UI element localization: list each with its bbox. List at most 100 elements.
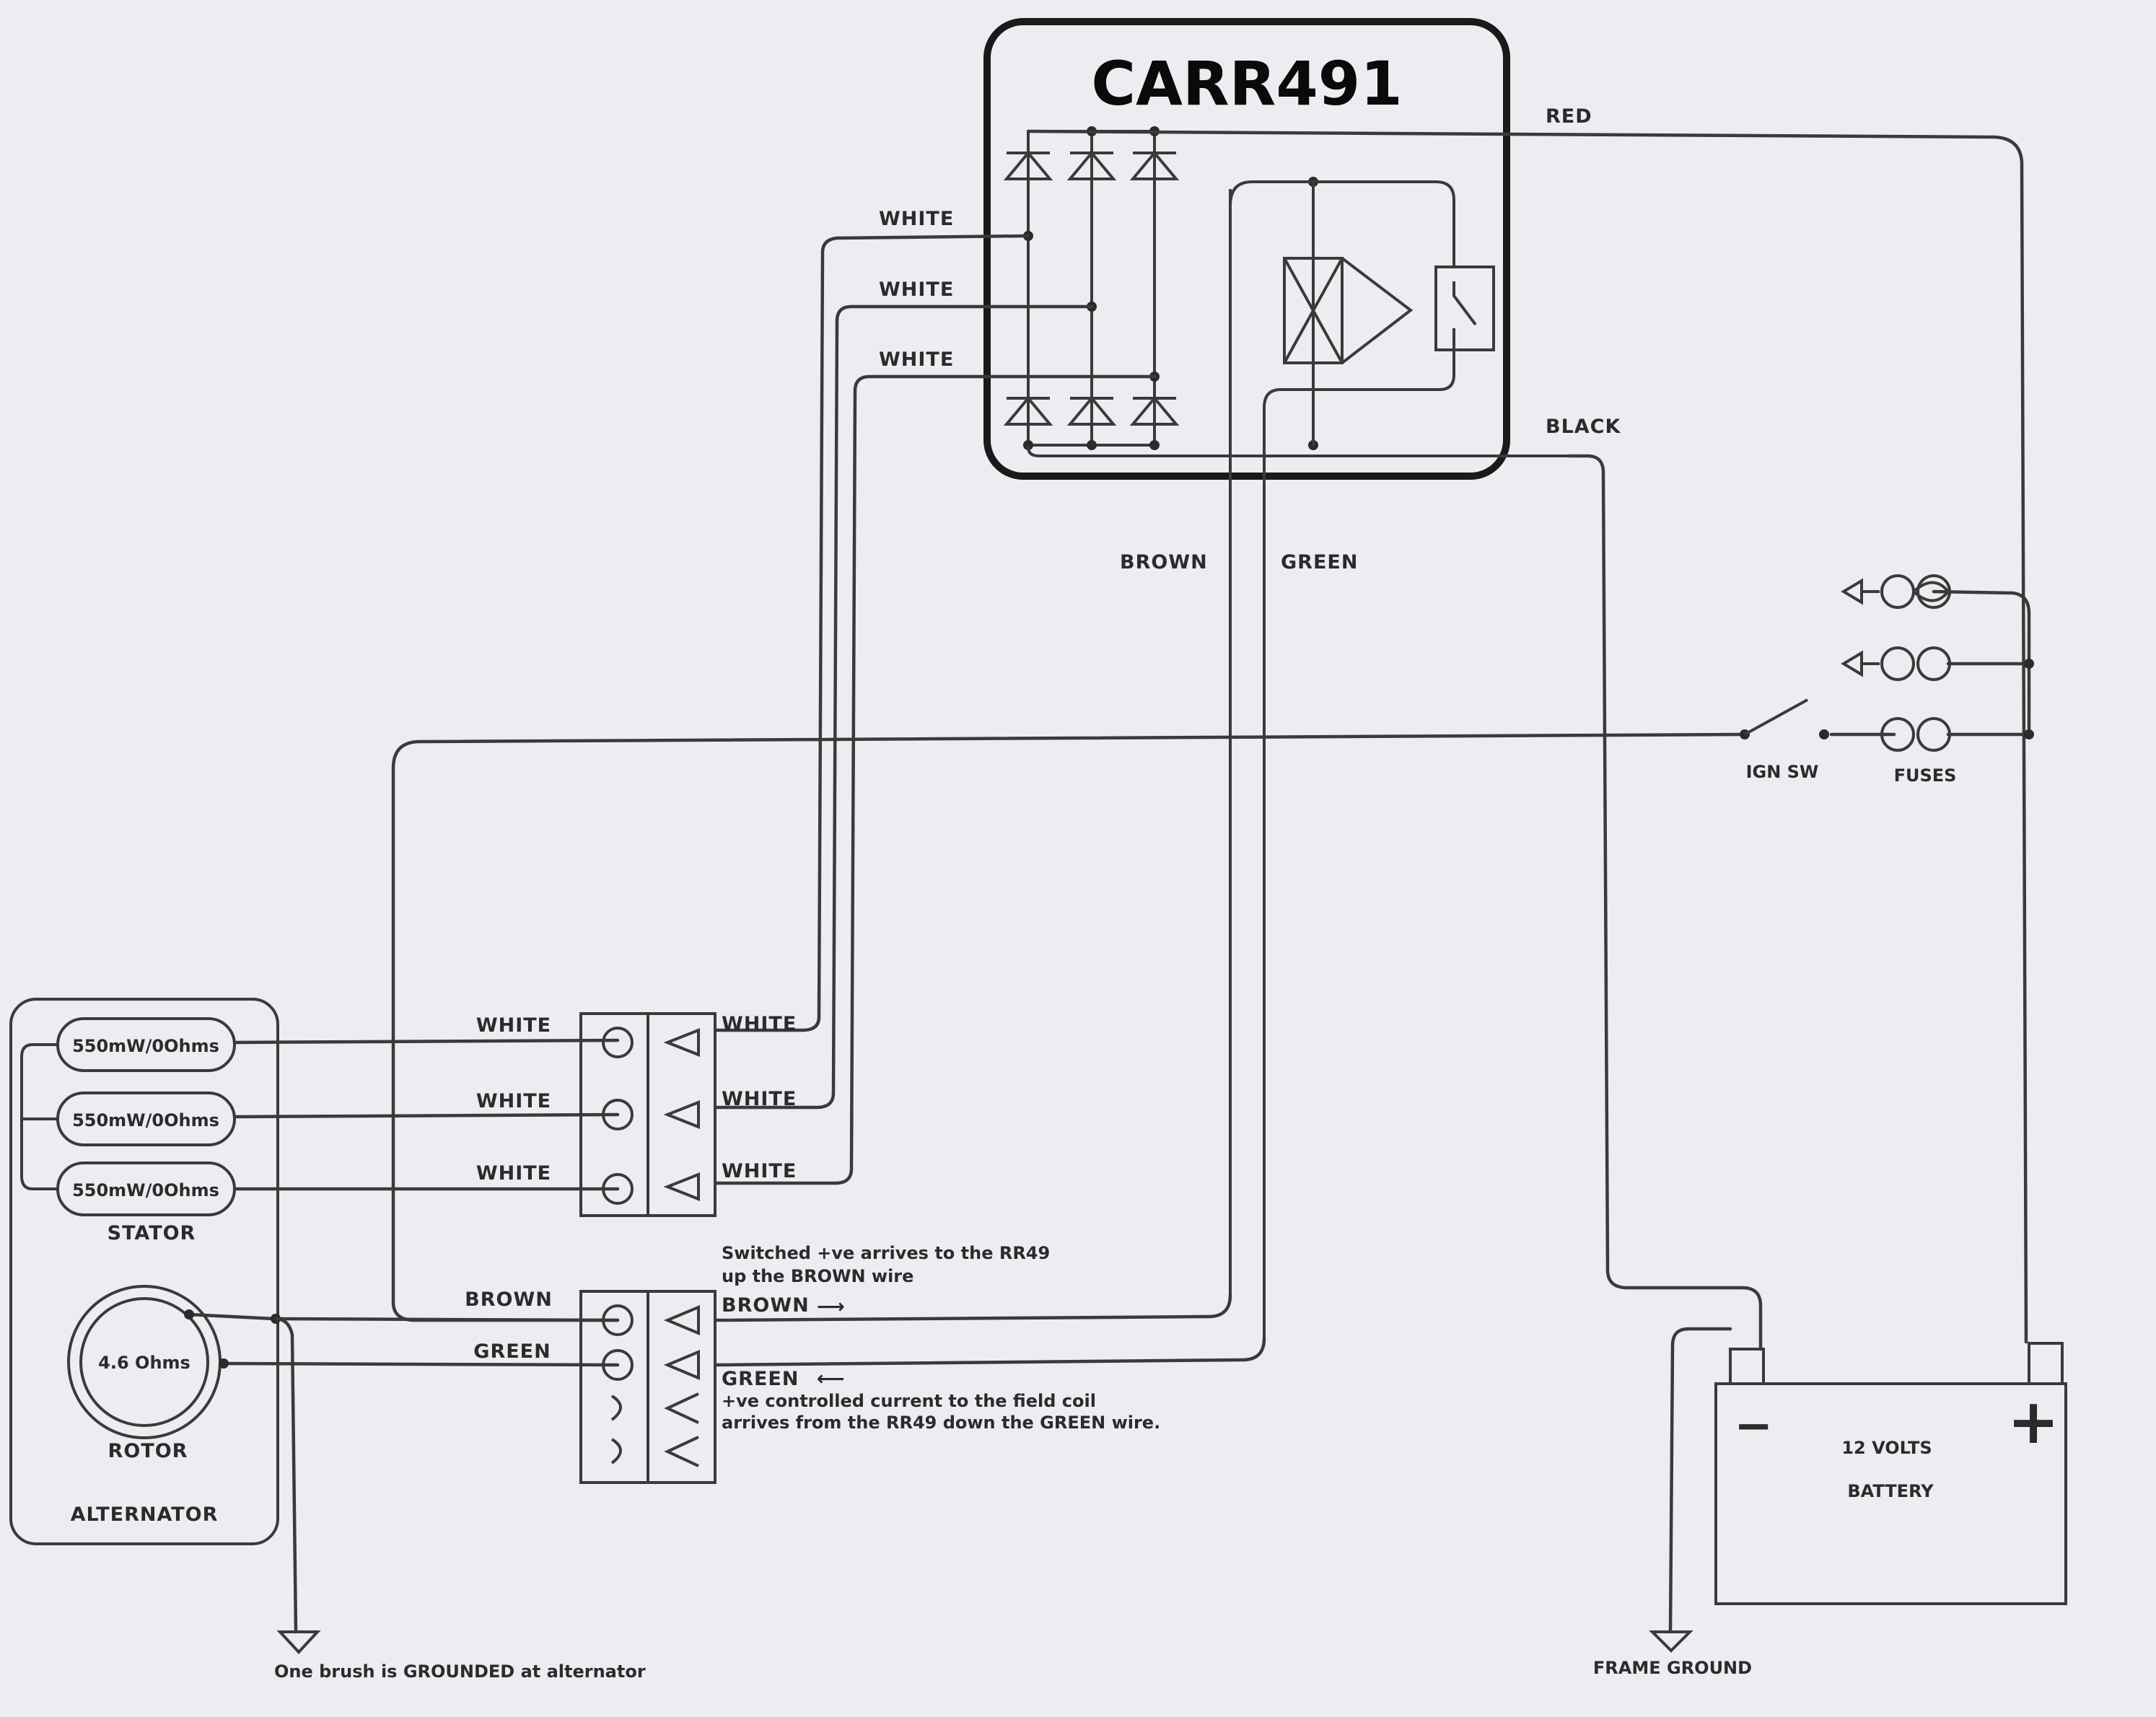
connector-control-socket-4-icon [664, 1436, 699, 1467]
ignition-switch-label: IGN SW [1746, 762, 1819, 782]
white-wire-3-label: WHITE [879, 348, 954, 371]
stator-neutral-wire [20, 1043, 58, 1190]
white-wire-1-label: WHITE [879, 208, 954, 230]
ignition-switch-lever-icon [1744, 698, 1808, 736]
fuse-3-icon [1880, 717, 1951, 752]
regulator-enclosure [983, 18, 1510, 480]
white-wire-1 [714, 234, 1030, 1032]
regulator-rectifier: CARR491 [983, 18, 1569, 1338]
connector-stator-left-label-3: WHITE [476, 1162, 551, 1185]
red-wire-label: RED [1546, 105, 1592, 128]
black-wire-label: BLACK [1546, 416, 1621, 438]
stator-winding-3-value: 550mW/0Ohms [72, 1180, 219, 1200]
connector-stator-pin-3 [602, 1173, 634, 1205]
fuse-junction-2 [2024, 729, 2034, 739]
stator-winding-2-value: 550mW/0Ohms [72, 1110, 219, 1130]
battery-voltage: 12 VOLTS [1841, 1438, 1932, 1458]
green-wire-internal [1263, 350, 1455, 1338]
ignition-wire [391, 732, 1747, 1322]
stator-label: STATOR [108, 1222, 196, 1244]
connector-stator-right-label-3: WHITE [722, 1160, 797, 1182]
connector-stator-socket-2-icon [663, 1100, 700, 1129]
connector-control-arrow-left-icon: ⟵ [817, 1368, 846, 1390]
connector-control-note-green-1: +ve controlled current to the field coil [722, 1391, 1096, 1411]
fuses-label: FUSES [1894, 765, 1957, 786]
frame-ground-label: FRAME GROUND [1593, 1658, 1752, 1678]
connector-control-pin-4-icon [610, 1438, 622, 1464]
connector-control-pin-brown [602, 1304, 634, 1336]
fuse-branch-wires [1829, 662, 2031, 737]
stator: 550mW/0Ohms 550mW/0Ohms 550mW/0Ohms STAT… [20, 1017, 620, 1244]
connector-stator-pin-2 [602, 1099, 634, 1130]
red-wire [1026, 129, 2028, 1344]
alternator: ALTERNATOR 550mW/0Ohms 550mW/0Ohms 550mW… [9, 998, 620, 1545]
rectifier-junctions [1023, 126, 1318, 450]
ignition-switch: IGN SW [1740, 698, 1829, 782]
connector-control-arrow-right-icon: ⟶ [817, 1296, 846, 1318]
battery-body [1714, 1382, 2067, 1605]
rectifier-diode-bottom-1-icon [1003, 395, 1053, 426]
white-wire-2-label: WHITE [879, 278, 954, 301]
frame-ground-wire [1668, 1327, 1732, 1634]
regulator-control-loop [1229, 180, 1455, 267]
connector-control-left-label-green: GREEN [473, 1340, 551, 1363]
rotor-value: 4.6 Ohms [98, 1353, 190, 1373]
connector-stator-left-label-2: WHITE [476, 1090, 551, 1112]
fuse-block: FUSES [1841, 574, 1957, 786]
rotor-brush-wires [187, 1312, 620, 1367]
green-wire-label: GREEN [1281, 551, 1358, 574]
alternator-ground-icon [276, 1630, 321, 1654]
white-wire-2 [714, 304, 1094, 1110]
alternator-ground-wire [273, 1317, 298, 1634]
connector-control-note-brown-2: up the BROWN wire [722, 1266, 913, 1286]
alternator-ground-label: One brush is GROUNDED at alternator [274, 1661, 646, 1682]
rectifier-diode-bottom-2-icon [1066, 395, 1117, 426]
alternator-label: ALTERNATOR [71, 1503, 219, 1526]
connector-control-pin-3-icon [610, 1395, 622, 1421]
rectifier-diode-top-3-icon [1129, 150, 1180, 180]
battery: − + 12 VOLTS BATTERY [1714, 1342, 2067, 1605]
fuse-feed-wire [1932, 589, 2031, 738]
battery-positive-terminal [2028, 1342, 2064, 1385]
connector-stator-left-label-1: WHITE [476, 1014, 551, 1037]
rotor-inner-ring [79, 1297, 209, 1427]
green-wire-to-connector [714, 1336, 1266, 1367]
connector-control-socket-brown-icon [663, 1304, 700, 1336]
connector-control-right-label-brown: BROWN [722, 1294, 810, 1317]
rectifier-diode-bottom-3-icon [1129, 395, 1180, 426]
stator-output-wires [232, 1038, 620, 1191]
connector-stator: WHITE WHITE WHITE WHITE WHITE WHITE [476, 1012, 797, 1217]
connector-stator-pin-1 [602, 1027, 634, 1058]
battery-minus-icon: − [1734, 1400, 1773, 1453]
battery-plus-icon: + [2007, 1386, 2059, 1458]
connector-stator-right-label-2: WHITE [722, 1088, 797, 1110]
rectifier-diode-top-2-icon [1066, 150, 1117, 180]
connector-stator-socket-1-icon [663, 1028, 700, 1057]
rectifier-diode-top-1-icon [1003, 150, 1053, 180]
fuse-1-icon [1841, 574, 1951, 609]
battery-label: BATTERY [1847, 1481, 1934, 1501]
brown-wire-to-connector [714, 1293, 1232, 1322]
rotor: 4.6 Ohms ROTOR [67, 1285, 620, 1462]
connector-control-note-brown-1: Switched +ve arrives to the RR49 [722, 1243, 1050, 1263]
connector-control-socket-green-icon [663, 1349, 700, 1381]
connector-control-left-label-brown: BROWN [465, 1288, 553, 1311]
fuse-2-icon [1841, 646, 1951, 681]
connector-control: BROWN GREEN Switched +ve arrives to the … [465, 1243, 1160, 1484]
alternator-enclosure [9, 998, 279, 1545]
connector-stator-right-label-1: WHITE [722, 1013, 797, 1035]
connector-stator-socket-3-icon [663, 1172, 700, 1201]
connector-control-socket-3-icon [664, 1392, 699, 1424]
fuse-junction-1 [2024, 659, 2034, 669]
brown-wire-label: BROWN [1120, 551, 1208, 574]
black-wire [1567, 454, 1763, 1351]
regulator-switch-icon [1434, 265, 1495, 351]
connector-control-note-green-2: arrives from the RR49 down the GREEN wir… [722, 1413, 1160, 1433]
rotor-label: ROTOR [108, 1440, 188, 1462]
connector-control-right-label-green: GREEN [722, 1368, 799, 1390]
regulator-title: CARR491 [1091, 48, 1402, 119]
connector-control-pin-green [602, 1349, 634, 1381]
black-wire-internal [1027, 445, 1569, 457]
stator-winding-1-value: 550mW/0Ohms [72, 1036, 219, 1056]
